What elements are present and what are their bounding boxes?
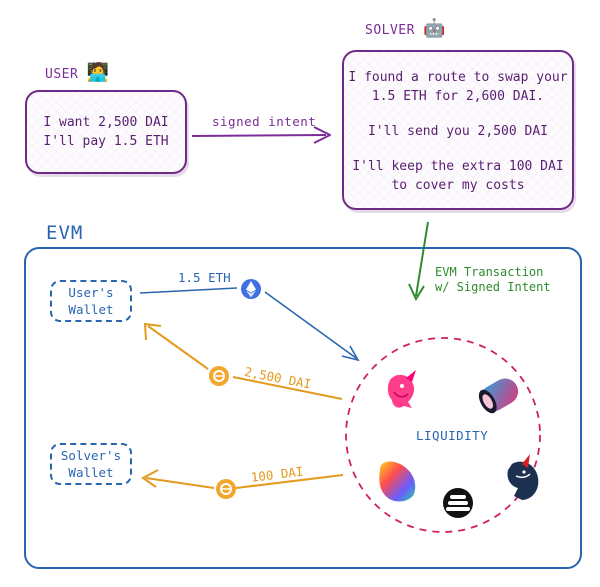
solver-label: SOLVER 🤖 bbox=[365, 18, 446, 39]
user-title: USER bbox=[45, 67, 79, 82]
evm-transaction-line: w/ Signed Intent bbox=[435, 280, 551, 294]
solver-message-line: I'll send you 2,500 DAI bbox=[367, 124, 548, 139]
dai-token-icon bbox=[216, 479, 236, 499]
user-intent-line: I want 2,500 DAI bbox=[43, 115, 169, 130]
user-intent-box: I want 2,500 DAI I'll pay 1.5 ETH bbox=[25, 90, 187, 174]
solver-message-line: I found a route to swap your bbox=[348, 70, 568, 85]
dai-solver-flow-arrow bbox=[141, 469, 344, 489]
1inch-icon bbox=[507, 454, 539, 500]
eth-token-icon bbox=[241, 279, 261, 299]
evm-title: EVM bbox=[46, 222, 84, 244]
signed-intent-label: signed intent bbox=[212, 114, 317, 129]
evm-transaction-line: EVM Transaction bbox=[435, 265, 544, 279]
liquidity-circle bbox=[345, 337, 541, 533]
user-wallet-line: Wallet bbox=[68, 302, 114, 317]
eth-amount-label: 1.5 ETH bbox=[178, 270, 231, 285]
solver-message-line: to cover my costs bbox=[391, 178, 525, 193]
solver-wallet: Solver's Wallet bbox=[50, 443, 132, 485]
evm-transaction-arrow bbox=[408, 221, 429, 302]
dai-token-icon bbox=[209, 366, 229, 386]
sushi-icon bbox=[478, 378, 519, 414]
evm-box bbox=[24, 247, 582, 569]
solver-message-box: I found a route to swap your 1.5 ETH for… bbox=[342, 50, 574, 210]
solver-wallet-line: Solver's bbox=[60, 448, 122, 463]
user-intent-line: I'll pay 1.5 ETH bbox=[43, 134, 169, 149]
uniswap-icon bbox=[387, 370, 416, 408]
evm-transaction-label: EVM Transaction w/ Signed Intent bbox=[435, 265, 551, 295]
user-wallet-line: User's bbox=[68, 285, 114, 300]
solver-wallet-line: Wallet bbox=[68, 465, 114, 480]
user-wallet: User's Wallet bbox=[50, 280, 132, 322]
solver-title: SOLVER bbox=[365, 23, 415, 38]
curve-icon bbox=[379, 461, 416, 502]
user-avatar-icon: 🧑‍💻 bbox=[86, 62, 110, 83]
liquidity-label: LIQUIDITY bbox=[416, 428, 489, 443]
solver-avatar-icon: 🤖 bbox=[423, 18, 447, 39]
solver-message-line: I'll keep the extra 100 DAI bbox=[352, 159, 564, 174]
signed-intent-arrow bbox=[191, 126, 331, 144]
dai-user-flow-arrow bbox=[143, 322, 343, 400]
solver-message-line: 1.5 ETH for 2,600 DAI. bbox=[371, 89, 545, 104]
eth-flow-arrow bbox=[139, 287, 360, 362]
user-label: USER 🧑‍💻 bbox=[45, 62, 110, 83]
balancer-icon bbox=[443, 488, 473, 518]
